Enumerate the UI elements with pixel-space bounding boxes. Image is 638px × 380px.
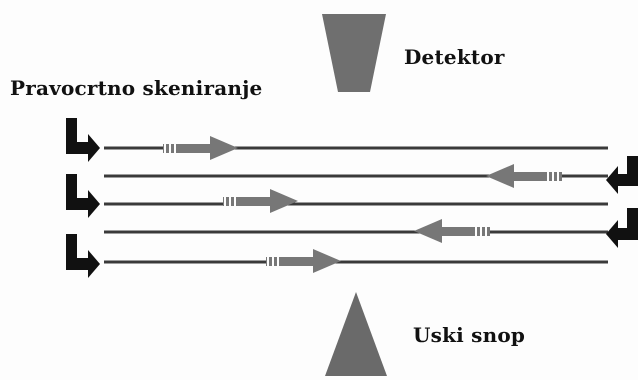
beam-source-shape xyxy=(325,292,387,376)
corner-marker-right-1 xyxy=(606,156,638,194)
corner-marker-right-2 xyxy=(606,208,638,248)
detector-label: Detektor xyxy=(404,45,505,69)
beam-label: Uski snop xyxy=(413,323,526,347)
left-arrow-2 xyxy=(414,219,490,243)
right-arrow-1 xyxy=(163,136,238,160)
corner-marker-left-2 xyxy=(66,174,100,218)
scan-lines xyxy=(104,146,608,264)
corner-marker-left-3 xyxy=(66,234,100,278)
right-arrow-3 xyxy=(266,249,341,273)
left-arrow-1 xyxy=(486,164,562,188)
corner-marker-left-1 xyxy=(66,118,100,162)
right-corner-markers xyxy=(606,156,638,248)
right-arrow-2 xyxy=(223,189,298,213)
left-corner-markers xyxy=(66,118,100,278)
detector-shape xyxy=(322,14,386,92)
direction-arrows xyxy=(163,136,562,273)
scan-mode-label: Pravocrtno skeniranje xyxy=(10,76,263,100)
